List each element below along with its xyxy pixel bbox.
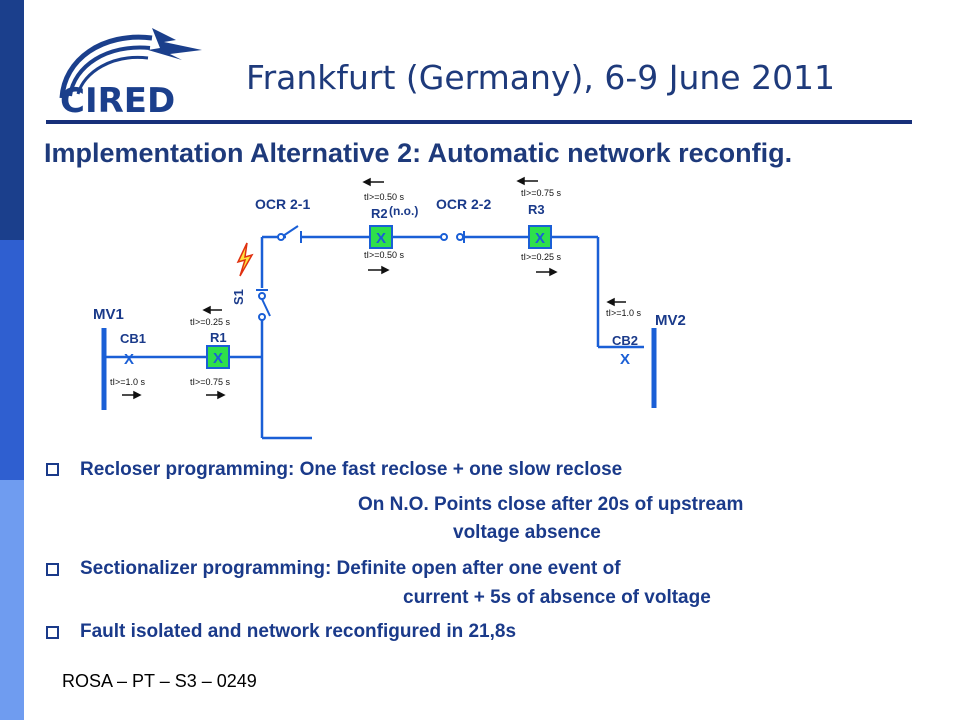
bullet-sectionalizer-cont: current + 5s of absence of voltage	[403, 587, 711, 608]
lightning-fault-icon	[236, 242, 254, 277]
cired-logo: CIRED	[59, 28, 202, 120]
arrow-icon	[206, 390, 226, 400]
label-cb1: CB1	[120, 331, 146, 346]
timing-r2-top: tI>=0.50 s	[364, 192, 405, 202]
timing-r1-bottom: tI>=0.75 s	[190, 377, 231, 387]
timing-cb1-bottom: tI>=1.0 s	[110, 377, 146, 387]
breaker-cb1: X	[124, 351, 134, 368]
sidebar-dark	[0, 0, 24, 240]
label-r2: R2	[371, 206, 388, 221]
label-mv1: MV1	[93, 306, 124, 323]
label-r3: R3	[528, 202, 545, 217]
timing-r3-top: tI>=0.75 s	[521, 188, 562, 198]
footer-paper-id: ROSA – PT – S3 – 0249	[62, 671, 257, 691]
bullet-square-icon	[46, 463, 59, 476]
svg-text:X: X	[535, 230, 545, 247]
switch-no-point	[440, 231, 465, 243]
arrow-icon	[368, 265, 390, 275]
arrow-icon	[122, 390, 142, 400]
timing-r3-bottom: tI>=0.25 s	[521, 252, 562, 262]
breaker-r1: X	[206, 345, 230, 369]
label-ocr21: OCR 2-1	[255, 196, 310, 212]
label-s1: S1	[231, 289, 246, 305]
breaker-r2: X	[369, 225, 393, 249]
switch-ocr21	[277, 225, 302, 243]
arrow-icon	[202, 305, 222, 315]
label-ocr22: OCR 2-2	[436, 196, 491, 212]
arrow-icon	[536, 267, 558, 277]
slide-title: Implementation Alternative 2: Automatic …	[44, 138, 793, 168]
bullet-fault-isolated: Fault isolated and network reconfigured …	[80, 621, 517, 642]
conference-title: Frankfurt (Germany), 6-9 June 2011	[246, 58, 836, 97]
label-cb2: CB2	[612, 333, 638, 348]
timing-r2-bottom: tI>=0.50 s	[364, 250, 405, 260]
bullet-recloser-cont1: On N.O. Points close after 20s of upstre…	[358, 494, 744, 515]
sidebar-mid	[0, 240, 24, 480]
left-color-bar	[0, 0, 24, 720]
sectionalizer-s1	[256, 289, 271, 321]
bullet-recloser: Recloser programming: One fast reclose +…	[80, 459, 623, 480]
logo-text: CIRED	[60, 81, 175, 120]
bullet-sectionalizer: Sectionalizer programming: Definite open…	[80, 558, 621, 579]
bullet-recloser-cont2: voltage absence	[453, 522, 601, 543]
breaker-r3: X	[528, 225, 552, 249]
label-r2-state: (n.o.)	[389, 204, 418, 218]
bullet-square-icon	[46, 626, 59, 639]
timing-r1-top: tI>=0.25 s	[190, 317, 231, 327]
sidebar-light	[0, 480, 24, 720]
label-r1: R1	[210, 330, 227, 345]
arrow-icon	[516, 176, 538, 186]
arrow-icon	[606, 297, 626, 307]
svg-text:X: X	[376, 230, 386, 247]
arrow-icon	[362, 177, 384, 187]
label-mv2: MV2	[655, 312, 686, 329]
svg-text:X: X	[213, 350, 223, 367]
breaker-cb2: X	[620, 351, 630, 368]
header-rule	[46, 120, 912, 124]
timing-cb2-top: tI>=1.0 s	[606, 308, 642, 318]
bullet-square-icon	[46, 563, 59, 576]
